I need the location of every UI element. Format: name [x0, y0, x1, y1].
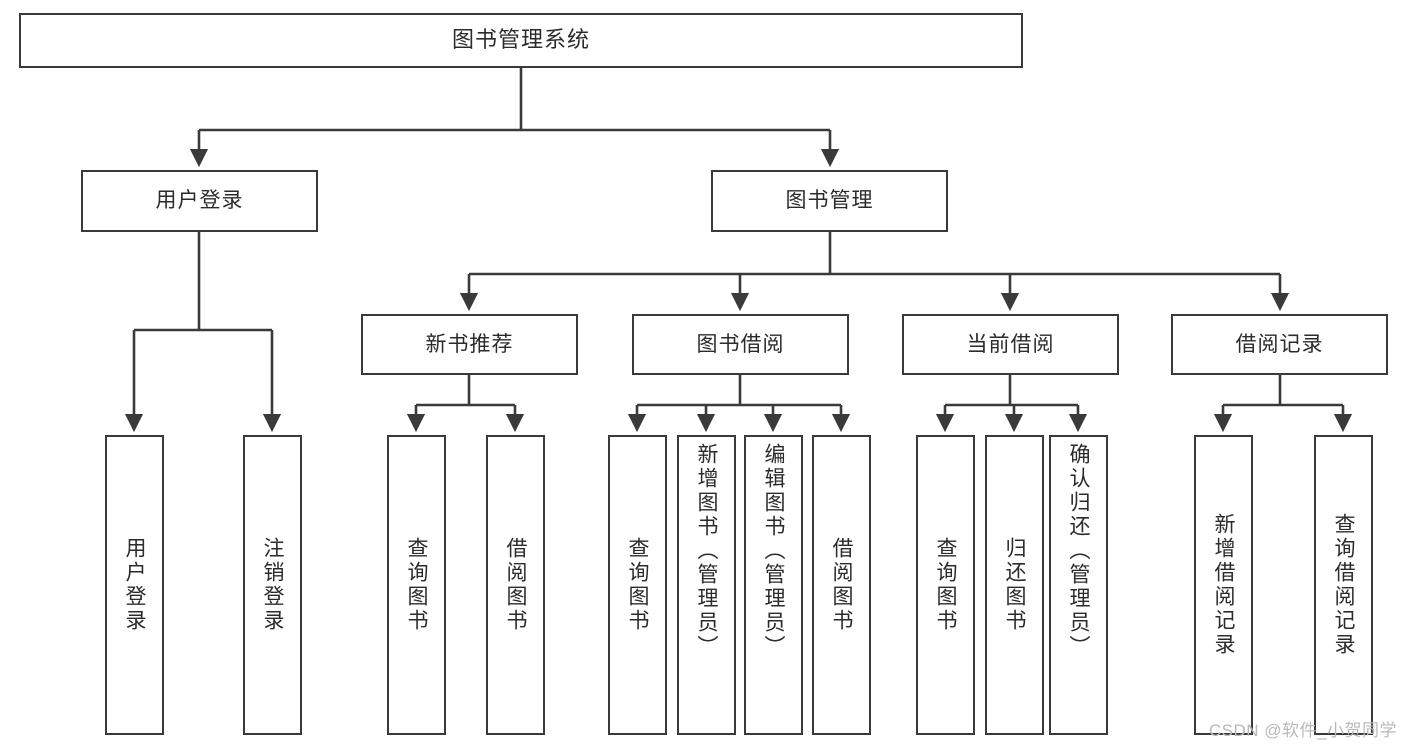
node-leaf-return-book[interactable]: 归还图书	[985, 435, 1044, 735]
node-label: 查询图书	[626, 537, 649, 633]
node-current-borrow[interactable]: 当前借阅	[902, 314, 1119, 375]
node-borrow-record[interactable]: 借阅记录	[1171, 314, 1388, 375]
node-leaf-add-book-admin[interactable]: 新增图书（管理员）	[677, 435, 736, 735]
node-label: 用户登录	[123, 537, 146, 633]
node-book-borrow[interactable]: 图书借阅	[632, 314, 849, 375]
node-leaf-query-book-recommend[interactable]: 查询图书	[387, 435, 446, 735]
node-leaf-add-borrow-record[interactable]: 新增借阅记录	[1194, 435, 1253, 735]
node-leaf-logout-login[interactable]: 注销登录	[243, 435, 302, 735]
node-leaf-borrow-book-recommend[interactable]: 借阅图书	[486, 435, 545, 735]
node-book-manage[interactable]: 图书管理	[711, 170, 948, 232]
node-label: 新增图书（管理员）	[695, 443, 718, 659]
node-label: 注销登录	[261, 537, 284, 633]
node-label: 用户登录	[155, 189, 244, 213]
node-leaf-query-book-borrow[interactable]: 查询图书	[608, 435, 667, 735]
node-book-management-system[interactable]: 图书管理系统	[19, 13, 1023, 68]
node-leaf-query-book-current[interactable]: 查询图书	[916, 435, 975, 735]
csdn-watermark: CSDN @软件_小贺同学	[1208, 721, 1397, 740]
node-label: 归还图书	[1003, 537, 1026, 633]
node-leaf-edit-book-admin[interactable]: 编辑图书（管理员）	[744, 435, 803, 735]
node-label: 新书推荐	[425, 332, 514, 356]
node-leaf-query-borrow-record[interactable]: 查询借阅记录	[1314, 435, 1373, 735]
node-label: 借阅记录	[1235, 332, 1324, 356]
node-label: 图书管理系统	[451, 27, 590, 53]
node-leaf-borrow-book-borrow[interactable]: 借阅图书	[812, 435, 871, 735]
node-label: 编辑图书（管理员）	[762, 443, 785, 659]
node-label: 当前借阅	[966, 332, 1055, 356]
node-leaf-confirm-return-admin[interactable]: 确认归还（管理员）	[1049, 435, 1108, 735]
node-label: 借阅图书	[830, 537, 853, 633]
node-label: 新增借阅记录	[1212, 513, 1235, 657]
node-leaf-user-login[interactable]: 用户登录	[105, 435, 164, 735]
node-label: 查询借阅记录	[1332, 513, 1355, 657]
node-new-book-recommend[interactable]: 新书推荐	[361, 314, 578, 375]
node-user-login[interactable]: 用户登录	[81, 170, 318, 232]
node-label: 查询图书	[934, 537, 957, 633]
node-label: 图书管理	[785, 189, 874, 213]
node-label: 确认归还（管理员）	[1067, 443, 1090, 659]
node-label: 借阅图书	[504, 537, 527, 633]
node-label: 图书借阅	[696, 332, 785, 356]
node-label: 查询图书	[405, 537, 428, 633]
